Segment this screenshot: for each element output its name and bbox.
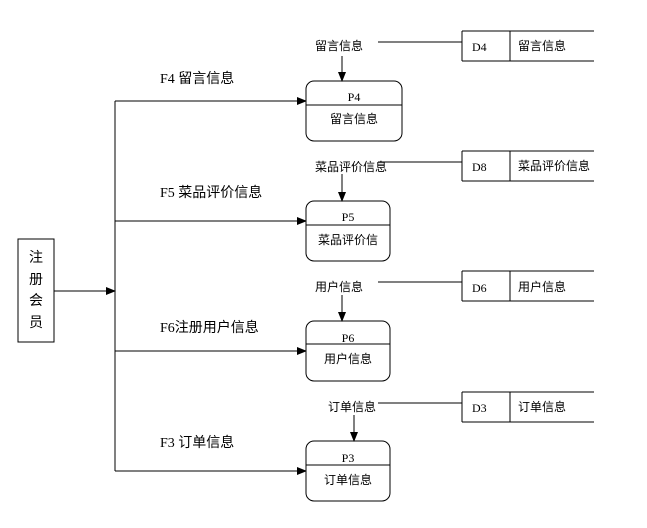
process-id: P4	[348, 90, 361, 104]
store-flow-d4-p4: 留言信息	[315, 38, 462, 82]
process-name: 用户信息	[324, 351, 372, 366]
entity-char-4: 员	[29, 316, 43, 331]
store-flow-d3-p3: 订单信息	[328, 399, 462, 442]
process-name: 菜品评价信	[318, 233, 378, 247]
process-id: P5	[342, 210, 355, 224]
flow-label-f6: F6注册用户信息	[160, 319, 259, 336]
data-store-d4: D4 留言信息	[461, 30, 594, 62]
store-flow-d8-p5: 菜品评价信息	[315, 159, 462, 202]
process-p4: P4 留言信息	[305, 80, 403, 142]
store-name: 菜品评价信息	[518, 158, 590, 173]
flow-label-f3: F3 订单信息	[160, 434, 234, 451]
store-id: D8	[472, 160, 487, 174]
store-id: D6	[472, 281, 487, 295]
store-name: 留言信息	[518, 38, 566, 53]
process-p6: P6 用户信息	[305, 320, 391, 382]
data-store-d8: D8 菜品评价信息	[461, 150, 594, 182]
process-id: P6	[342, 331, 355, 345]
store-id: D4	[472, 40, 487, 54]
flow-label-f5: F5 菜品评价信息	[160, 184, 262, 201]
entity-char-2: 册	[29, 273, 43, 288]
process-id: P3	[342, 451, 355, 465]
store-name: 订单信息	[518, 399, 566, 414]
entity-char-3: 会	[29, 293, 43, 309]
data-store-d3: D3 订单信息	[461, 391, 594, 423]
external-entity-registered-member: 注 册 会 员	[17, 238, 55, 343]
store-flow-label: 订单信息	[328, 399, 376, 414]
process-p5: P5 菜品评价信	[305, 200, 391, 262]
store-flow-d6-p6: 用户信息	[315, 279, 462, 322]
process-p3: P3 订单信息	[305, 440, 391, 502]
process-name: 留言信息	[330, 111, 378, 126]
process-name: 订单信息	[324, 472, 372, 487]
store-flow-label: 菜品评价信息	[315, 159, 387, 174]
store-flow-label: 留言信息	[315, 38, 363, 53]
entity-char-1: 注	[29, 250, 43, 266]
flow-label-f4: F4 留言信息	[160, 70, 234, 87]
store-id: D3	[472, 401, 487, 415]
store-flow-label: 用户信息	[315, 279, 363, 294]
store-name: 用户信息	[518, 279, 566, 294]
data-store-d6: D6 用户信息	[461, 270, 594, 302]
